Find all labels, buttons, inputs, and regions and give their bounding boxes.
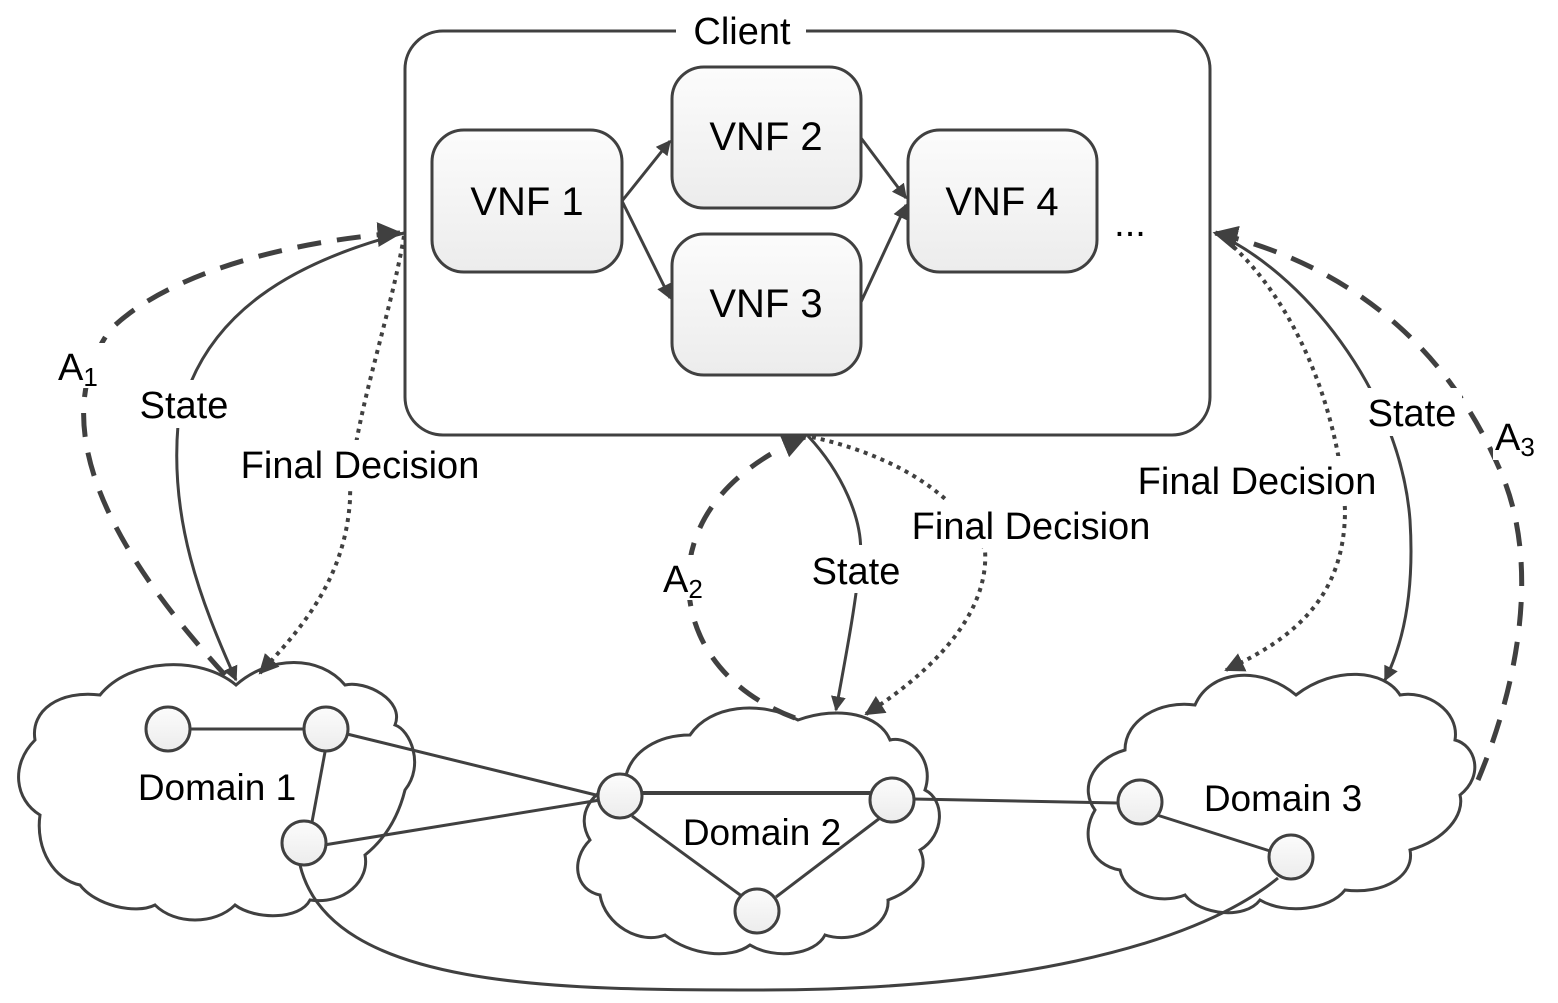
svg-text:Final Decision: Final Decision xyxy=(241,445,480,487)
link-d1a-d2a xyxy=(346,732,601,798)
edge-vnf1-vnf3 xyxy=(620,200,672,300)
node-d2-3[interactable] xyxy=(733,887,781,935)
link-d1c-d2a xyxy=(323,798,601,847)
svg-text:Final Decision: Final Decision xyxy=(1138,461,1377,503)
link-d2b-d3a xyxy=(912,797,1119,805)
domain-3-cloud xyxy=(1086,672,1477,915)
svg-text:Final Decision: Final Decision xyxy=(912,506,1151,548)
svg-text:State: State xyxy=(1368,393,1457,435)
link-d3-internal-1 xyxy=(1156,813,1271,853)
domain-2-label: Domain 2 xyxy=(683,812,841,853)
label-a3: A3 xyxy=(1493,412,1543,462)
svg-text:A1: A1 xyxy=(58,347,98,392)
client-title: Client xyxy=(693,11,791,53)
label-a2: A2 xyxy=(660,555,710,604)
vnf-4-node[interactable]: VNF 4 xyxy=(906,128,1099,274)
label-state-d1: State xyxy=(135,380,235,428)
action-arrow-d1 xyxy=(81,222,403,677)
client-container: Client xyxy=(403,11,1212,437)
svg-text:State: State xyxy=(140,385,229,427)
svg-text:State: State xyxy=(812,551,901,593)
svg-text:A3: A3 xyxy=(1495,417,1535,462)
vnf-2-label: VNF 2 xyxy=(709,115,822,159)
label-state-d2: State xyxy=(806,545,906,593)
edge-vnf1-vnf2 xyxy=(620,139,672,202)
link-d1c-d3b xyxy=(298,864,1279,992)
label-decision-d1: Final Decision xyxy=(232,440,488,488)
link-d1-internal-2 xyxy=(310,751,327,823)
svg-text:A2: A2 xyxy=(663,559,703,604)
node-d3-1[interactable] xyxy=(1116,778,1164,826)
node-d1-3[interactable] xyxy=(280,819,328,867)
label-decision-d3: Final Decision xyxy=(1128,456,1386,504)
decision-arrow-d2 xyxy=(811,435,988,716)
label-decision-d2: Final Decision xyxy=(902,500,1160,548)
vnf-2-node[interactable]: VNF 2 xyxy=(670,65,863,210)
vnf-3-node[interactable]: VNF 3 xyxy=(670,232,863,377)
node-d1-1[interactable] xyxy=(144,705,192,753)
vnf-3-label: VNF 3 xyxy=(709,282,822,326)
node-d1-2[interactable] xyxy=(302,705,350,753)
vnf-4-label: VNF 4 xyxy=(945,180,1058,224)
link-d2-internal-3 xyxy=(775,816,881,899)
vnf-1-node[interactable]: VNF 1 xyxy=(430,128,624,274)
state-arrow-d3 xyxy=(1214,231,1413,682)
node-d3-2[interactable] xyxy=(1267,833,1315,881)
decision-arrow-d3 xyxy=(1218,233,1348,672)
edge-vnf2-vnf4 xyxy=(859,137,908,200)
decision-arrow-d1 xyxy=(258,235,406,675)
domain-3-label: Domain 3 xyxy=(1204,778,1362,819)
label-a1: A1 xyxy=(55,343,105,392)
vnf-1-label: VNF 1 xyxy=(470,180,583,224)
link-d2-internal-2 xyxy=(631,814,744,899)
node-d2-1[interactable] xyxy=(596,772,644,820)
edge-vnf3-vnf4 xyxy=(859,203,908,303)
label-state-d3: State xyxy=(1362,388,1462,436)
vnf-ellipsis: ... xyxy=(1114,203,1146,245)
node-d2-2[interactable] xyxy=(868,776,916,824)
domain-1-label: Domain 1 xyxy=(138,767,296,808)
